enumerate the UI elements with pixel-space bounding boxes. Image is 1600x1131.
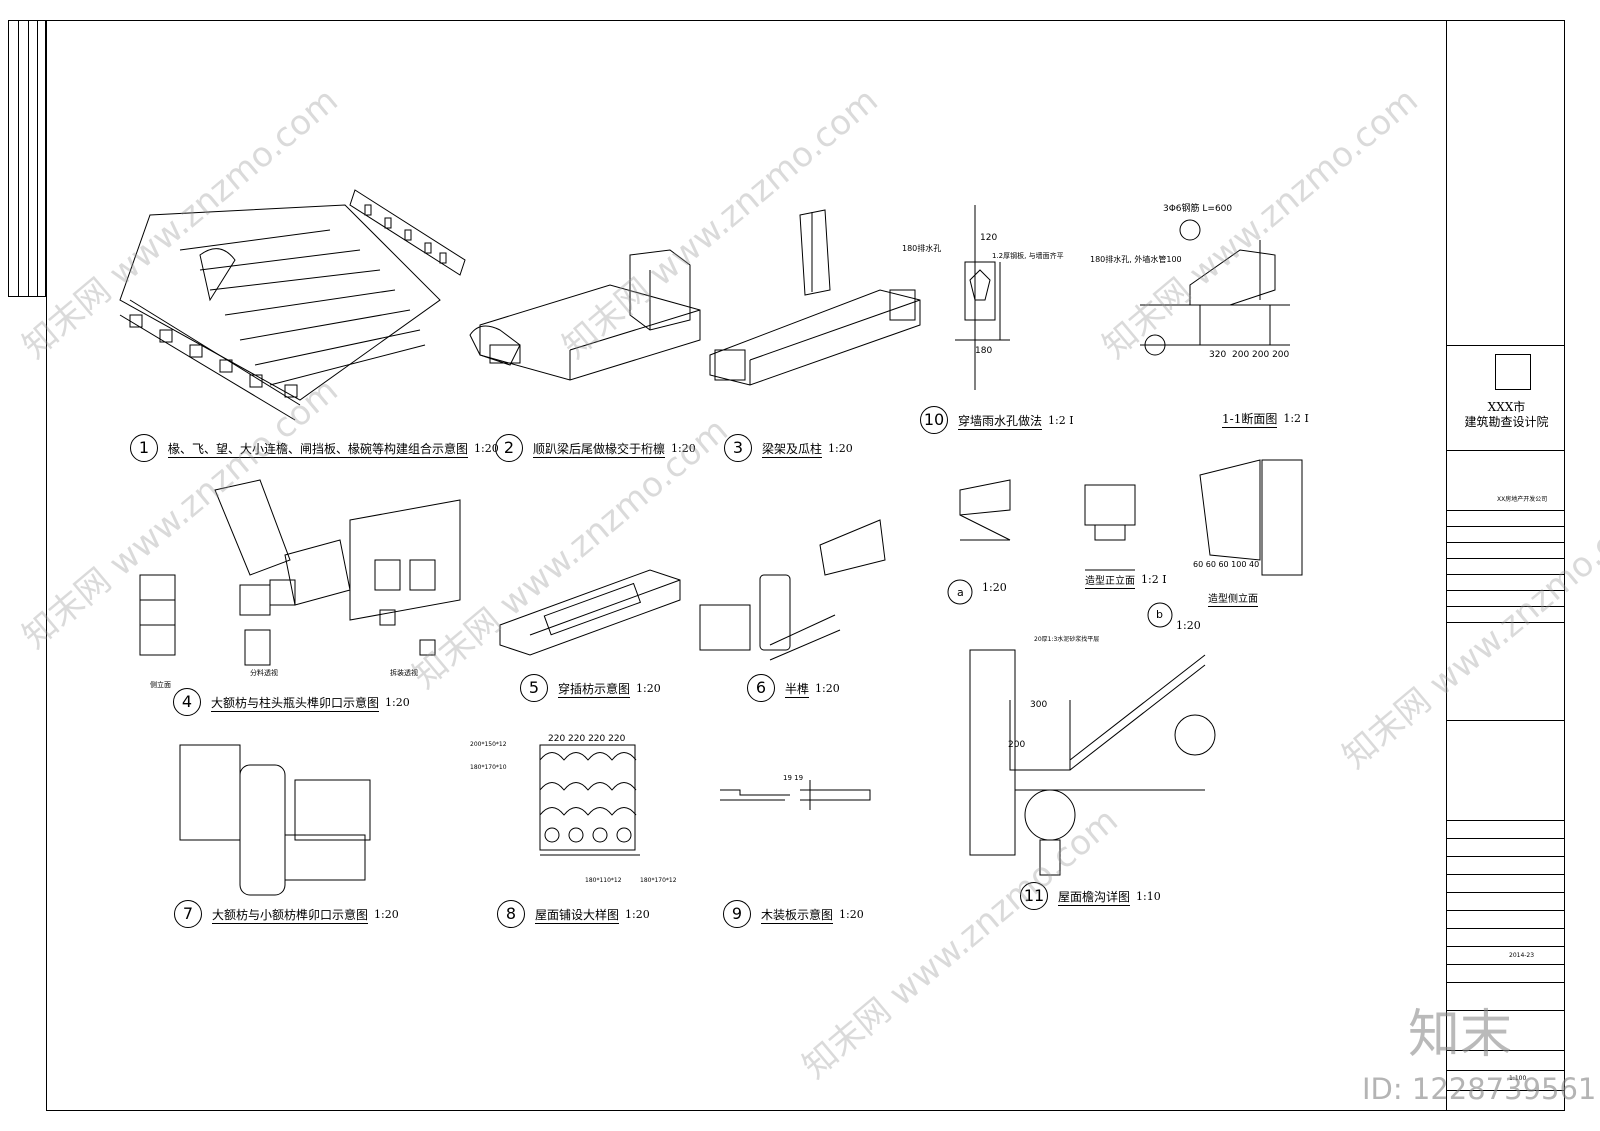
dim-tile-1: 200*150*12 — [470, 741, 507, 748]
beam-joint-sketch-2 — [469, 249, 701, 381]
through-tie-sketch-5 — [499, 569, 681, 656]
detail-a-label: a — [957, 586, 964, 599]
detail-b-label: b — [1156, 608, 1163, 621]
dim-60: 60 60 60 100 40 — [1193, 560, 1260, 569]
client-name: XX房地产开发公司 — [1497, 496, 1548, 503]
roof-tiling-sketch-8 — [539, 744, 640, 856]
binding-strip — [8, 20, 46, 297]
detail-b-sketch — [1084, 459, 1303, 628]
dim-bars: 3Φ6钢筋 L=600 — [1163, 204, 1233, 214]
wall-drain-sketch-10 — [955, 205, 1010, 390]
image-id-watermark: ID: 1228739561 — [1362, 1072, 1597, 1106]
dim-gutter: 20厚1:3水泥砂浆找平层 — [1034, 636, 1100, 643]
caption-detail-b: 1:20 — [1176, 619, 1201, 632]
dim-tile-4: 180*170*12 — [640, 877, 677, 884]
section-1-1-sketch — [1140, 219, 1290, 356]
dim-200: 200 200 200 — [1232, 350, 1290, 360]
dim-v180: 180 — [975, 346, 993, 356]
dim-drain: 180排水孔, 外墙水管100 — [1090, 255, 1182, 264]
institute-name: XXX市 建筑勘查设计院 — [1464, 400, 1549, 429]
dim-v120: 120 — [980, 233, 998, 243]
dim-320: 320 — [1209, 350, 1227, 360]
dim-board: 19 19 — [783, 774, 804, 782]
institute-logo — [1495, 354, 1531, 390]
sub-label-fen: 分料透视 — [250, 669, 278, 677]
beam-frame-sketch-3 — [709, 209, 921, 386]
dim-tile-2: 180*170*10 — [470, 764, 507, 771]
brand-watermark: 知末 — [1408, 1005, 1513, 1065]
caption-detail-a: 1:20 — [982, 581, 1007, 594]
dim-tile-3: 180*110*12 — [585, 877, 622, 884]
rafter-assembly-sketch — [119, 189, 466, 421]
sub-label-side: 侧立面 — [150, 681, 171, 689]
wood-board-sketch-9 — [720, 780, 871, 810]
beam-joint-sketch-7 — [179, 744, 371, 896]
tie-beam-joint-sketch-4 — [139, 479, 461, 666]
drawing-frame — [46, 20, 1565, 1111]
drawing-date: 2014-23 — [1509, 952, 1535, 959]
drawing-scale: 1:100 — [1509, 1075, 1527, 1082]
detail-a-sketch — [947, 479, 1011, 605]
dim-pipe: 180排水孔 — [902, 244, 942, 253]
caption-side-elevation: 造型侧立面 — [1208, 594, 1258, 607]
dim-tile-spacing: 220 220 220 220 — [548, 734, 626, 744]
sub-label-zhan: 拆装透视 — [390, 669, 418, 677]
dim-gutter-height: 200 — [1008, 740, 1026, 750]
dim-gutter-width: 300 — [1030, 700, 1048, 710]
half-tenon-sketch-6 — [699, 519, 886, 661]
dim-plate: 1.2厚钢板, 与墙面齐平 — [992, 252, 1064, 260]
gutter-detail-sketch-11 — [969, 649, 1216, 876]
title-block: XXX市 建筑勘查设计院 XX房地产开发公司 2014-23 1:100 — [1446, 20, 1565, 1111]
